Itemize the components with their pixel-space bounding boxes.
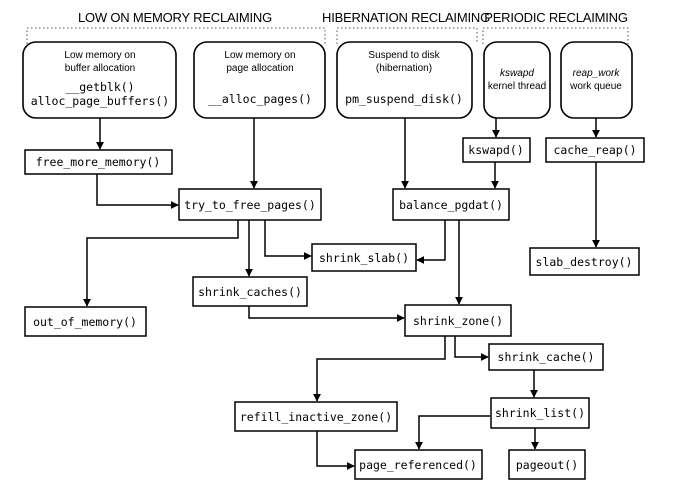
node-refill-inactive-zone: refill_inactive_zone() — [234, 401, 398, 432]
svg-text:page_referenced(): page_referenced() — [359, 458, 477, 472]
node-pageout: pageout() — [508, 449, 586, 480]
svg-text:__getblk(): __getblk() — [65, 80, 134, 94]
edge-try-to-shrink-slab — [264, 220, 312, 260]
svg-text:free_more_memory(): free_more_memory() — [36, 155, 161, 169]
source-buffer-allocation: Low memory on buffer allocation __getblk… — [22, 41, 177, 119]
svg-text:Low memory on: Low memory on — [64, 50, 135, 61]
svg-text:shrink_caches(): shrink_caches() — [198, 285, 302, 299]
source-reap-work-queue: reap_work work queue — [560, 41, 633, 119]
header-periodic: PERIODIC RECLAIMING — [484, 10, 628, 25]
node-try-to-free-pages: try_to_free_pages() — [178, 188, 322, 221]
svg-text:pageout(): pageout() — [516, 458, 578, 472]
svg-text:kernel thread: kernel thread — [488, 81, 546, 92]
svg-text:page allocation: page allocation — [226, 63, 293, 74]
svg-text:refill_inactive_zone(): refill_inactive_zone() — [240, 410, 392, 424]
edge-refill-to-page-referenced — [316, 431, 355, 470]
svg-text:shrink_list(): shrink_list() — [495, 406, 585, 420]
svg-text:kswapd: kswapd — [500, 68, 534, 79]
svg-text:cache_reap(): cache_reap() — [553, 143, 636, 157]
svg-text:shrink_slab(): shrink_slab() — [319, 251, 409, 265]
node-page-referenced: page_referenced() — [354, 449, 483, 480]
edge-shrink-caches-to-shrink-zone — [248, 306, 405, 322]
svg-text:__alloc_pages(): __alloc_pages() — [208, 92, 312, 106]
svg-text:reap_work: reap_work — [573, 68, 621, 79]
header-hibernation: HIBERNATION RECLAIMING — [322, 10, 490, 25]
source-page-allocation: Low memory on page allocation __alloc_pa… — [193, 41, 326, 119]
bracket-hibernation — [336, 27, 478, 44]
edge-free-more-to-try — [96, 174, 179, 209]
edge-try-to-out-of-memory — [83, 220, 239, 307]
node-shrink-cache: shrink_cache() — [488, 343, 604, 371]
node-kswapd: kswapd() — [462, 137, 531, 163]
svg-text:shrink_zone(): shrink_zone() — [413, 314, 503, 328]
svg-text:(hibernation): (hibernation) — [376, 63, 432, 74]
bracket-periodic — [482, 27, 629, 44]
edge-shrink-list-to-page-referenced — [415, 415, 490, 450]
svg-text:work queue: work queue — [569, 81, 622, 92]
bracket-low-memory — [26, 27, 326, 44]
node-slab-destroy: slab_destroy() — [529, 247, 640, 276]
svg-text:buffer allocation: buffer allocation — [65, 63, 135, 74]
svg-text:kswapd(): kswapd() — [468, 143, 523, 157]
header-low-memory: LOW ON MEMORY RECLAIMING — [78, 10, 272, 25]
edge-shrink-zone-to-shrink-cache — [454, 336, 489, 361]
svg-text:balance_pgdat(): balance_pgdat() — [399, 198, 503, 212]
svg-text:Suspend to disk: Suspend to disk — [368, 50, 440, 61]
source-suspend-to-disk: Suspend to disk (hibernation) pm_suspend… — [336, 41, 473, 119]
node-shrink-list: shrink_list() — [490, 397, 590, 429]
node-balance-pgdat: balance_pgdat() — [392, 188, 510, 221]
svg-text:pm_suspend_disk(): pm_suspend_disk() — [345, 92, 463, 106]
svg-text:slab_destroy(): slab_destroy() — [536, 255, 633, 269]
svg-text:Low memory on: Low memory on — [224, 50, 295, 61]
node-shrink-zone: shrink_zone() — [404, 304, 512, 337]
node-shrink-slab: shrink_slab() — [311, 243, 417, 272]
svg-text:out_of_memory(): out_of_memory() — [33, 315, 137, 329]
edge-balance-to-shrink-slab — [416, 220, 446, 264]
svg-text:alloc_page_buffers(): alloc_page_buffers() — [31, 94, 169, 108]
edges — [83, 118, 600, 470]
node-out-of-memory: out_of_memory() — [24, 306, 147, 337]
source-kswapd-thread: kswapd kernel thread — [483, 41, 551, 119]
edge-shrink-zone-to-refill — [313, 336, 446, 402]
node-cache-reap: cache_reap() — [545, 137, 645, 163]
svg-text:shrink_cache(): shrink_cache() — [498, 350, 595, 364]
svg-text:try_to_free_pages(): try_to_free_pages() — [184, 198, 316, 212]
node-free-more-memory: free_more_memory() — [24, 149, 173, 175]
node-shrink-caches: shrink_caches() — [192, 276, 308, 307]
